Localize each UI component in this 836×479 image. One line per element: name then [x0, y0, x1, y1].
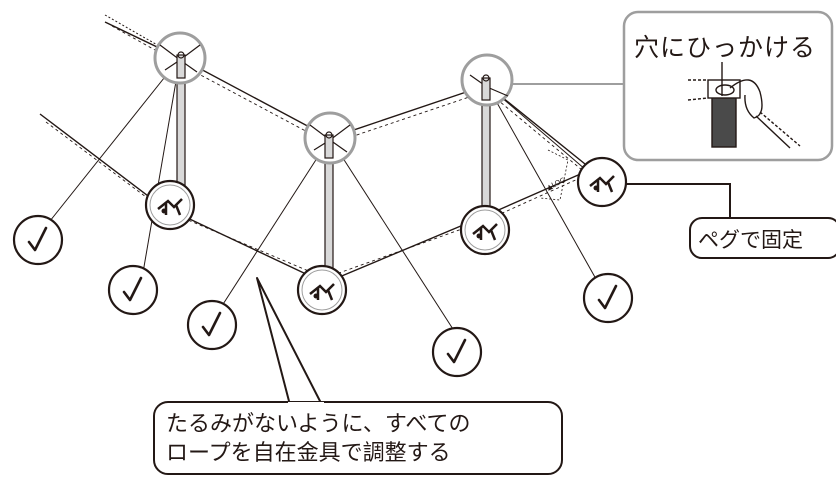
- pole-base-pegs: [144, 156, 628, 316]
- adjuster-tension-icon: [431, 326, 483, 378]
- peg-callout-label: ペグで固定: [698, 228, 803, 252]
- rope-adjusters: [12, 214, 634, 378]
- adjuster-tension-icon: [186, 299, 238, 351]
- hook-callout: [512, 10, 834, 162]
- pole-3: [481, 86, 491, 218]
- guy-ropes: [37, 57, 606, 341]
- adjuster-tension-icon: [107, 264, 159, 316]
- peg-icon: [144, 179, 196, 231]
- hook-callout-label: 穴にひっかける: [634, 33, 817, 62]
- adjuster-tension-icon: [582, 272, 634, 324]
- peg-callout: [626, 183, 836, 259]
- adjust-callout-line-2: ロープを自在金具で調整する: [166, 441, 451, 466]
- peg-icon: [459, 204, 511, 256]
- adjuster-tension-icon: [12, 214, 64, 266]
- peg-icon: [296, 264, 348, 316]
- pole-top-highlights: [153, 31, 514, 165]
- adjust-callout-label: たるみがないように、すべての ロープを自在金具で調整する: [166, 410, 470, 468]
- adjust-callout-line-1: たるみがないように、すべての: [166, 412, 471, 437]
- peg-icon: [576, 156, 628, 208]
- pole-hook-icon: [687, 62, 801, 149]
- adjust-callout: [153, 277, 563, 475]
- pole-top-details: [159, 44, 509, 159]
